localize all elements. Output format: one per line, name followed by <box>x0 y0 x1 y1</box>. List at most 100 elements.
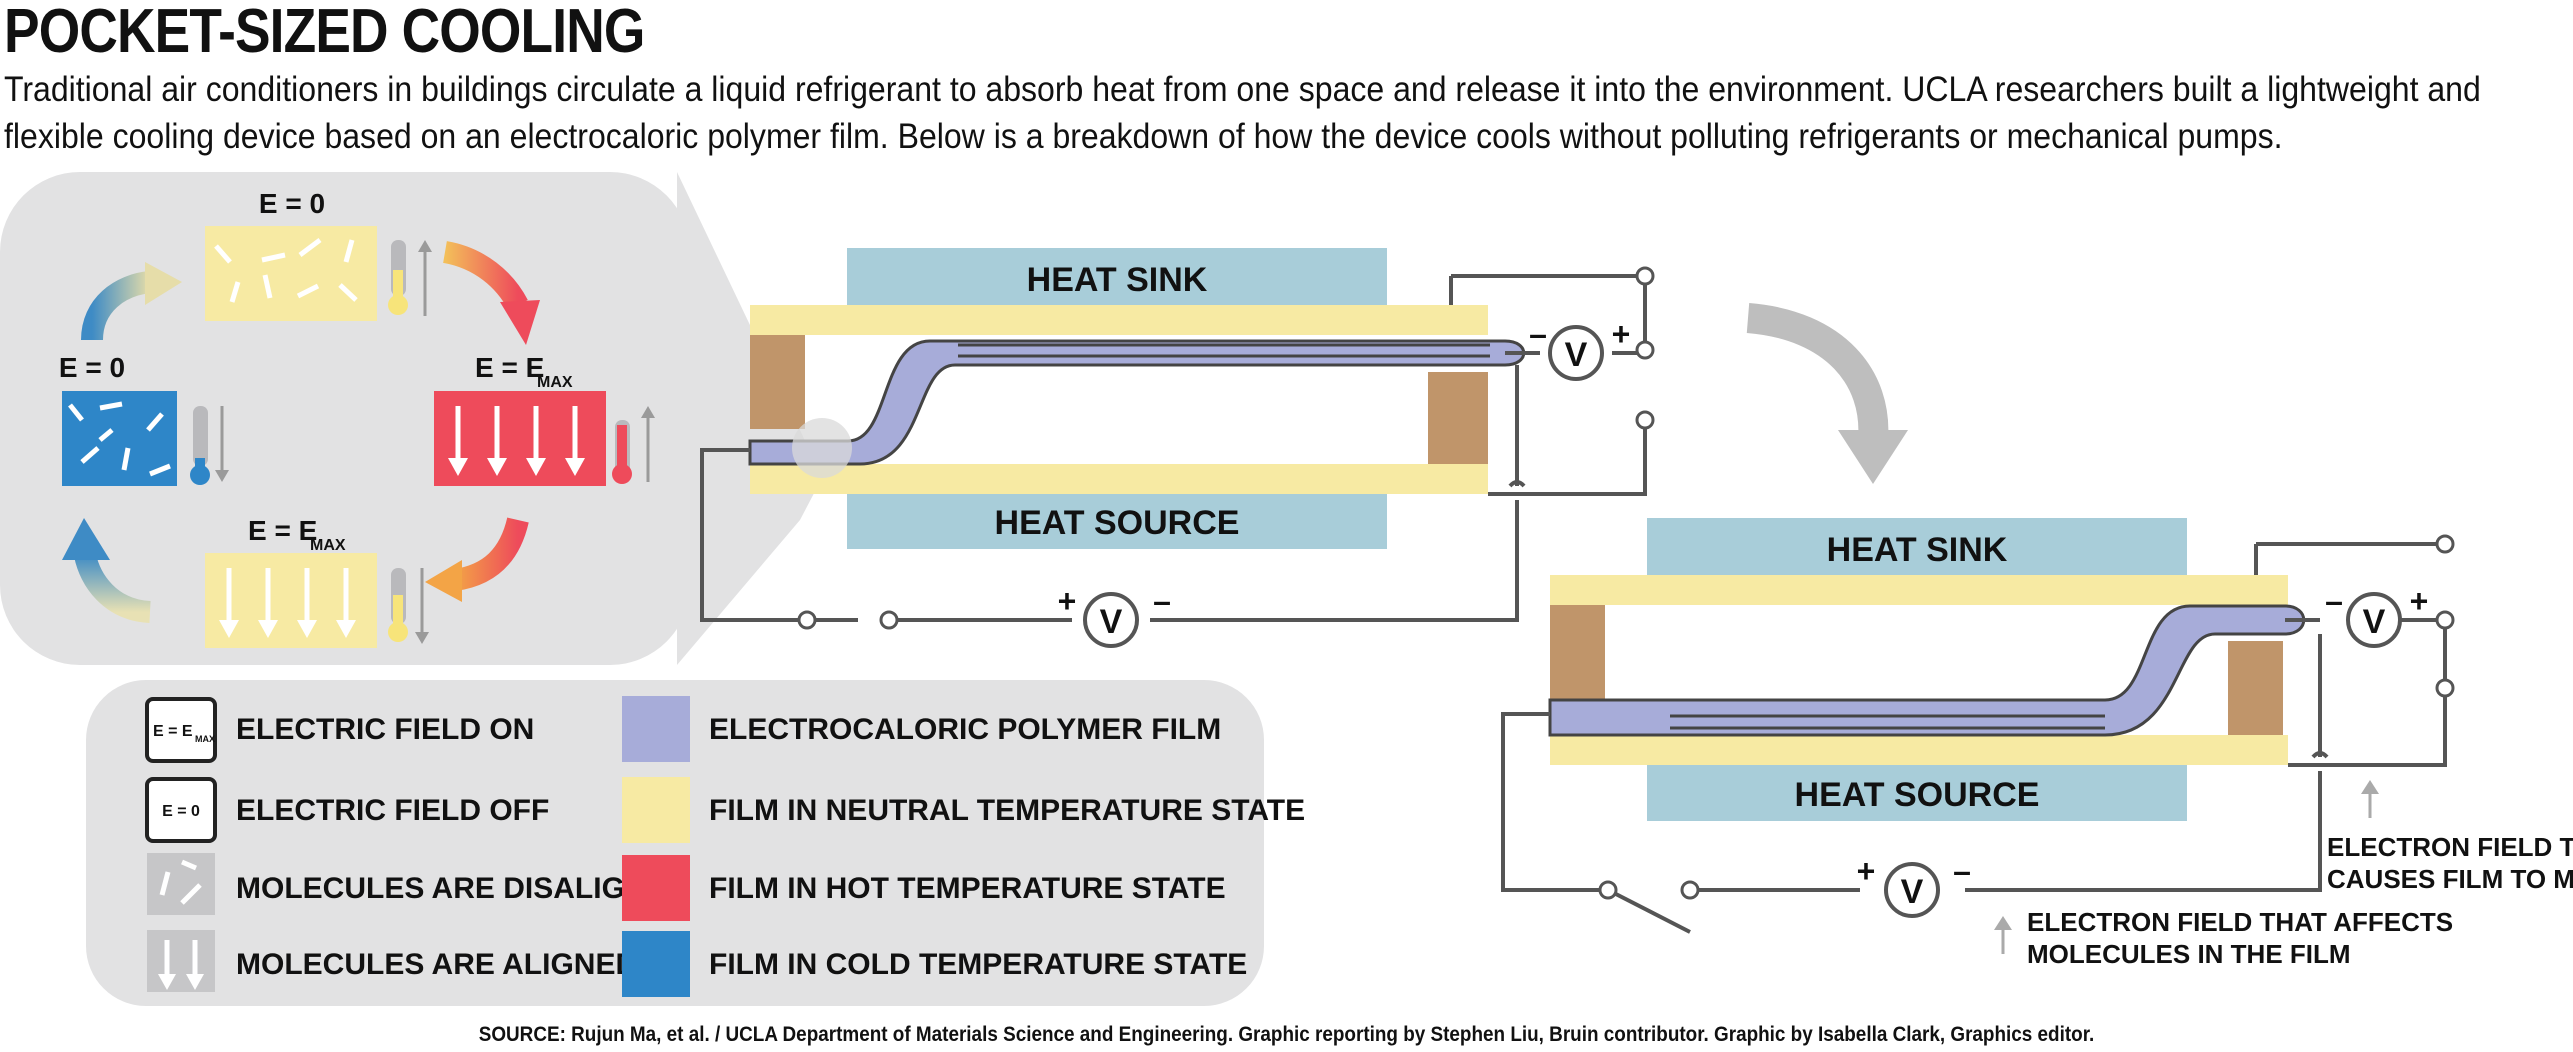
disaligned-icon <box>147 853 215 915</box>
switch-lever <box>1607 888 1691 934</box>
magnifier-circle <box>792 418 852 478</box>
bottom-plate <box>1550 735 2288 765</box>
neutral-swatch <box>622 777 690 843</box>
voltmeter-4: V + – <box>1857 853 1971 918</box>
legend-field-on-label: ELECTRIC FIELD ON <box>236 713 534 746</box>
wire-crossing <box>2311 751 2329 759</box>
legend-hot-label: FILM IN HOT TEMPERATURE STATE <box>709 872 1226 905</box>
svg-text:V: V <box>1100 603 1123 641</box>
state-left-label: E = 0 <box>59 352 125 383</box>
svg-text:V: V <box>1565 336 1588 374</box>
state-top-label: E = 0 <box>259 188 325 219</box>
legend-neutral: FILM IN NEUTRAL TEMPERATURE STATE <box>622 777 1305 843</box>
disaligned-arrows-icon <box>214 238 358 303</box>
svg-text:–: – <box>1953 853 1971 889</box>
legend-cold-label: FILM IN COLD TEMPERATURE STATE <box>709 948 1247 981</box>
cold-swatch <box>622 931 690 997</box>
heat-sink-label: HEAT SINK <box>1827 531 2008 569</box>
page-title: POCKET-SIZED COOLING <box>4 0 645 66</box>
state-bottom: E = E MAX <box>205 515 429 648</box>
legend-polymer-label: ELECTROCALORIC POLYMER FILM <box>709 713 1221 746</box>
voltmeter-3: V – + <box>2325 583 2429 648</box>
top-plate <box>1550 575 2288 605</box>
arrow-head-icon <box>425 560 462 602</box>
aligned-arrows-icon <box>455 406 578 462</box>
annotation-film-move-2: CAUSES FILM TO MOVE <box>2327 864 2573 894</box>
heat-sink-block <box>1647 518 2187 575</box>
legend-hot: FILM IN HOT TEMPERATURE STATE <box>622 855 1226 921</box>
legend-field-off-label: ELECTRIC FIELD OFF <box>236 794 549 827</box>
state-left: E = 0 <box>59 352 229 486</box>
arrow-head-icon <box>500 300 540 345</box>
state-right-label: E = E <box>475 352 544 383</box>
heat-source-label: HEAT SOURCE <box>1795 776 2040 814</box>
svg-text:+: + <box>1857 853 1876 889</box>
field-on-icon <box>145 697 217 763</box>
annotations: ELECTRON FIELD THAT CAUSES FILM TO MOVE … <box>1994 780 2573 969</box>
heat-sink-label: HEAT SINK <box>1027 261 1208 299</box>
device-1: HEAT SINK HEAT SOURCE V <box>700 248 1655 648</box>
circuit-wires <box>1501 542 2447 892</box>
svg-text:–: – <box>1529 316 1547 352</box>
legend-field-on: E = E MAX ELECTRIC FIELD ON <box>145 697 534 763</box>
svg-text:MAX: MAX <box>195 734 215 744</box>
heat-sink-block <box>847 248 1387 305</box>
svg-text:+: + <box>1612 316 1631 352</box>
electrode-right <box>2228 641 2283 735</box>
voltmeter-2: V + – <box>1058 583 1171 648</box>
arrow-head-icon <box>145 262 182 305</box>
electrode-right <box>1428 372 1488 464</box>
legend-polymer: ELECTROCALORIC POLYMER FILM <box>622 696 1221 762</box>
aligned-icon <box>147 930 215 992</box>
polymer-swatch <box>622 696 690 762</box>
legend-disaligned: MOLECULES ARE DISALIGNED <box>147 853 688 915</box>
heat-source-block <box>1647 764 2187 821</box>
voltmeter-1: V – + <box>1529 316 1631 381</box>
heat-source-label: HEAT SOURCE <box>995 504 1240 542</box>
field-off-icon <box>145 777 217 843</box>
polymer-film <box>1548 604 2306 737</box>
intro-paragraph: Traditional air conditioners in building… <box>4 70 2481 156</box>
svg-text:E = 0: E = 0 <box>162 803 200 820</box>
state-top: E = 0 <box>205 188 432 321</box>
heat-source-block <box>847 492 1387 549</box>
svg-text:E = E: E = E <box>153 723 193 740</box>
annotation-molecules-1: ELECTRON FIELD THAT AFFECTS <box>2027 907 2453 937</box>
top-plate <box>750 305 1488 335</box>
svg-text:–: – <box>1153 583 1171 619</box>
wire-crossing <box>1508 480 1526 488</box>
bottom-plate <box>750 464 1488 494</box>
aligned-arrows-icon <box>226 568 349 624</box>
legend: E = E MAX ELECTRIC FIELD ON E = 0 ELECTR… <box>86 680 1305 1006</box>
state-bottom-label: E = E <box>248 515 317 546</box>
arrow-head-icon <box>62 518 110 560</box>
state-bottom-sub: MAX <box>310 537 346 554</box>
disaligned-arrows-icon <box>68 401 171 477</box>
legend-field-off: E = 0 ELECTRIC FIELD OFF <box>145 777 549 843</box>
circuit-wires <box>700 274 1647 622</box>
annotation-molecules-2: MOLECULES IN THE FILM <box>2027 939 2351 969</box>
thermometer-icon <box>193 406 208 466</box>
legend-disaligned-label: MOLECULES ARE DISALIGNED <box>236 872 688 905</box>
device-2: HEAT SINK HEAT SOURCE V <box>1501 518 2455 934</box>
electrode-left <box>750 335 805 429</box>
svg-text:–: – <box>2325 583 2343 619</box>
svg-text:+: + <box>2410 583 2429 619</box>
transition-arrow-icon <box>1746 303 1908 484</box>
polymer-film <box>748 339 1526 466</box>
annotation-film-move-1: ELECTRON FIELD THAT <box>2327 832 2573 862</box>
source-credit: SOURCE: Rujun Ma, et al. / UCLA Departme… <box>478 1023 2095 1046</box>
legend-cold: FILM IN COLD TEMPERATURE STATE <box>622 931 1247 997</box>
cycle-arrows <box>62 241 540 623</box>
legend-neutral-label: FILM IN NEUTRAL TEMPERATURE STATE <box>709 794 1305 827</box>
svg-text:V: V <box>2363 603 2386 641</box>
film-neutral-swatch <box>205 226 377 321</box>
electrode-left <box>1550 605 1605 705</box>
svg-text:V: V <box>1901 873 1924 911</box>
svg-text:+: + <box>1058 583 1077 619</box>
state-right: E = E MAX <box>434 352 655 486</box>
state-right-sub: MAX <box>537 374 573 391</box>
legend-aligned-label: MOLECULES ARE ALIGNED <box>236 948 637 981</box>
hot-swatch <box>622 855 690 921</box>
